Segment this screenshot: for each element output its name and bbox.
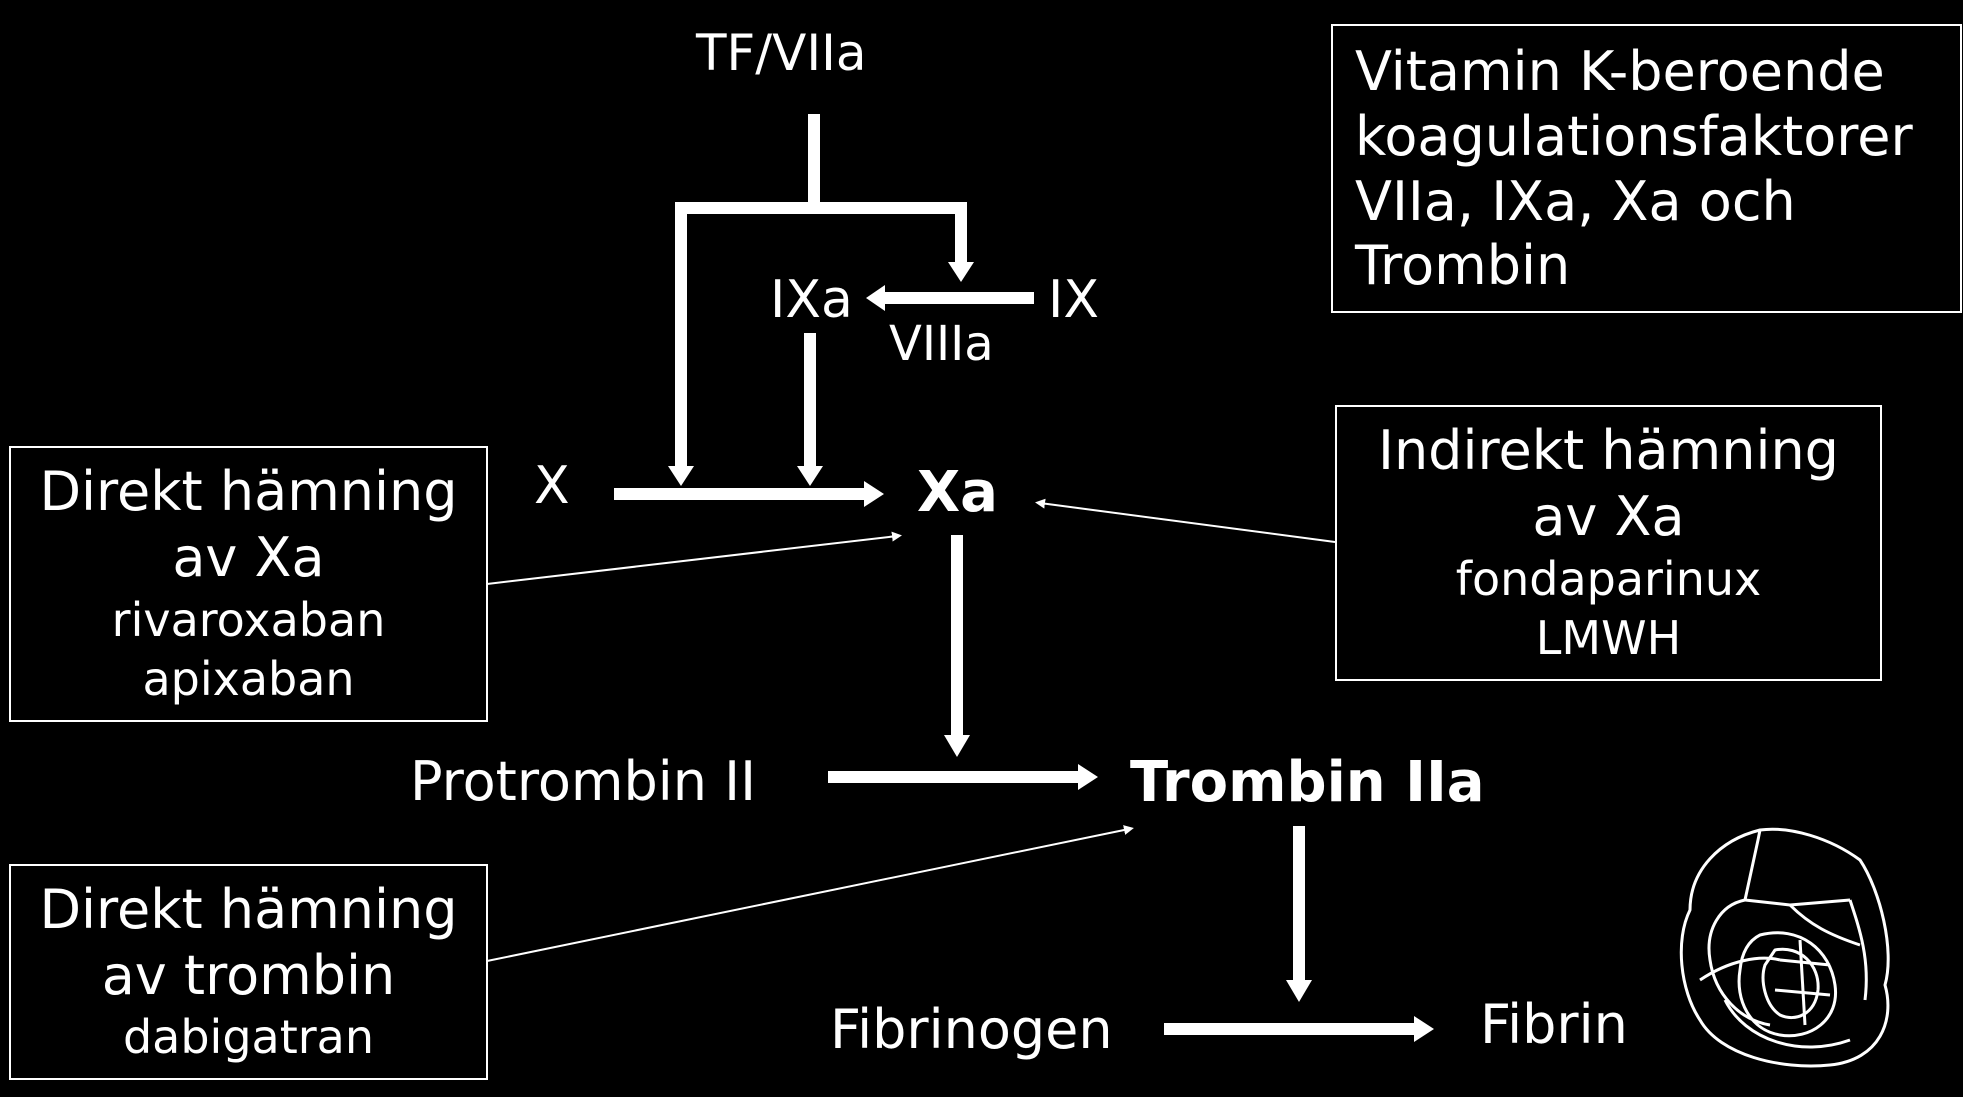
arrow-trombin-down bbox=[1286, 826, 1312, 1002]
info-line: VIIa, IXa, Xa och bbox=[1355, 169, 1796, 233]
arrow-ix-to-ixa bbox=[866, 285, 1034, 311]
drug-name: LMWH bbox=[1535, 610, 1682, 665]
info-line: koagulationsfaktorer bbox=[1355, 104, 1913, 168]
node-protrombin: Protrombin II bbox=[410, 750, 757, 813]
node-ix: IX bbox=[1048, 270, 1099, 330]
drug-name: dabigatran bbox=[122, 1010, 375, 1065]
arrow-ixa-down bbox=[797, 333, 823, 486]
box-title: av Xa bbox=[1532, 485, 1685, 549]
info-line: Trombin bbox=[1355, 234, 1571, 298]
drug-name: apixaban bbox=[142, 651, 355, 706]
arrow-x-to-xa bbox=[614, 481, 884, 507]
node-fibrin: Fibrin bbox=[1480, 993, 1628, 1056]
arrow-protrombin-to-trombin bbox=[828, 764, 1098, 790]
pointer-direct-xa bbox=[486, 531, 902, 585]
tf-branch-lines bbox=[675, 114, 967, 214]
box-direct-xa-inhibition: Direkt hämning av Xa rivaroxaban apixaba… bbox=[9, 446, 488, 722]
node-trombin: Trombin IIa bbox=[1130, 750, 1485, 815]
arrow-xa-down bbox=[944, 535, 970, 757]
fibrin-clot-icon bbox=[1679, 827, 1890, 1068]
node-xa: Xa bbox=[917, 460, 998, 525]
drug-name: rivaroxaban bbox=[111, 593, 386, 647]
box-direct-thrombin-inhibition: Direkt hämning av trombin dabigatran bbox=[9, 864, 488, 1080]
pointer-direct-thrombin bbox=[486, 825, 1134, 962]
node-ixa: IXa bbox=[770, 270, 853, 330]
pointer-indirect-xa bbox=[1035, 498, 1336, 543]
arrow-tf-to-x bbox=[668, 208, 694, 486]
node-x: X bbox=[534, 456, 570, 516]
info-box-vitamin-k: Vitamin K-beroende koagulationsfaktorer … bbox=[1331, 24, 1962, 313]
arrow-fibrinogen-to-fibrin bbox=[1164, 1016, 1434, 1042]
box-title: Direkt hämning bbox=[39, 877, 458, 941]
box-title: av trombin bbox=[101, 943, 396, 1007]
node-fibrinogen: Fibrinogen bbox=[830, 998, 1113, 1061]
arrow-tf-to-ix bbox=[948, 208, 974, 282]
box-title: Indirekt hämning bbox=[1378, 419, 1839, 483]
box-title: Direkt hämning bbox=[39, 460, 458, 524]
node-viiia: VIIIa bbox=[889, 316, 994, 372]
info-line: Vitamin K-beroende bbox=[1355, 40, 1885, 103]
box-indirect-xa-inhibition: Indirekt hämning av Xa fondaparinux LMWH bbox=[1335, 405, 1882, 681]
box-title: av Xa bbox=[172, 526, 325, 590]
drug-name: fondaparinux bbox=[1455, 552, 1762, 606]
node-tf-viia: TF/VIIa bbox=[696, 24, 867, 82]
